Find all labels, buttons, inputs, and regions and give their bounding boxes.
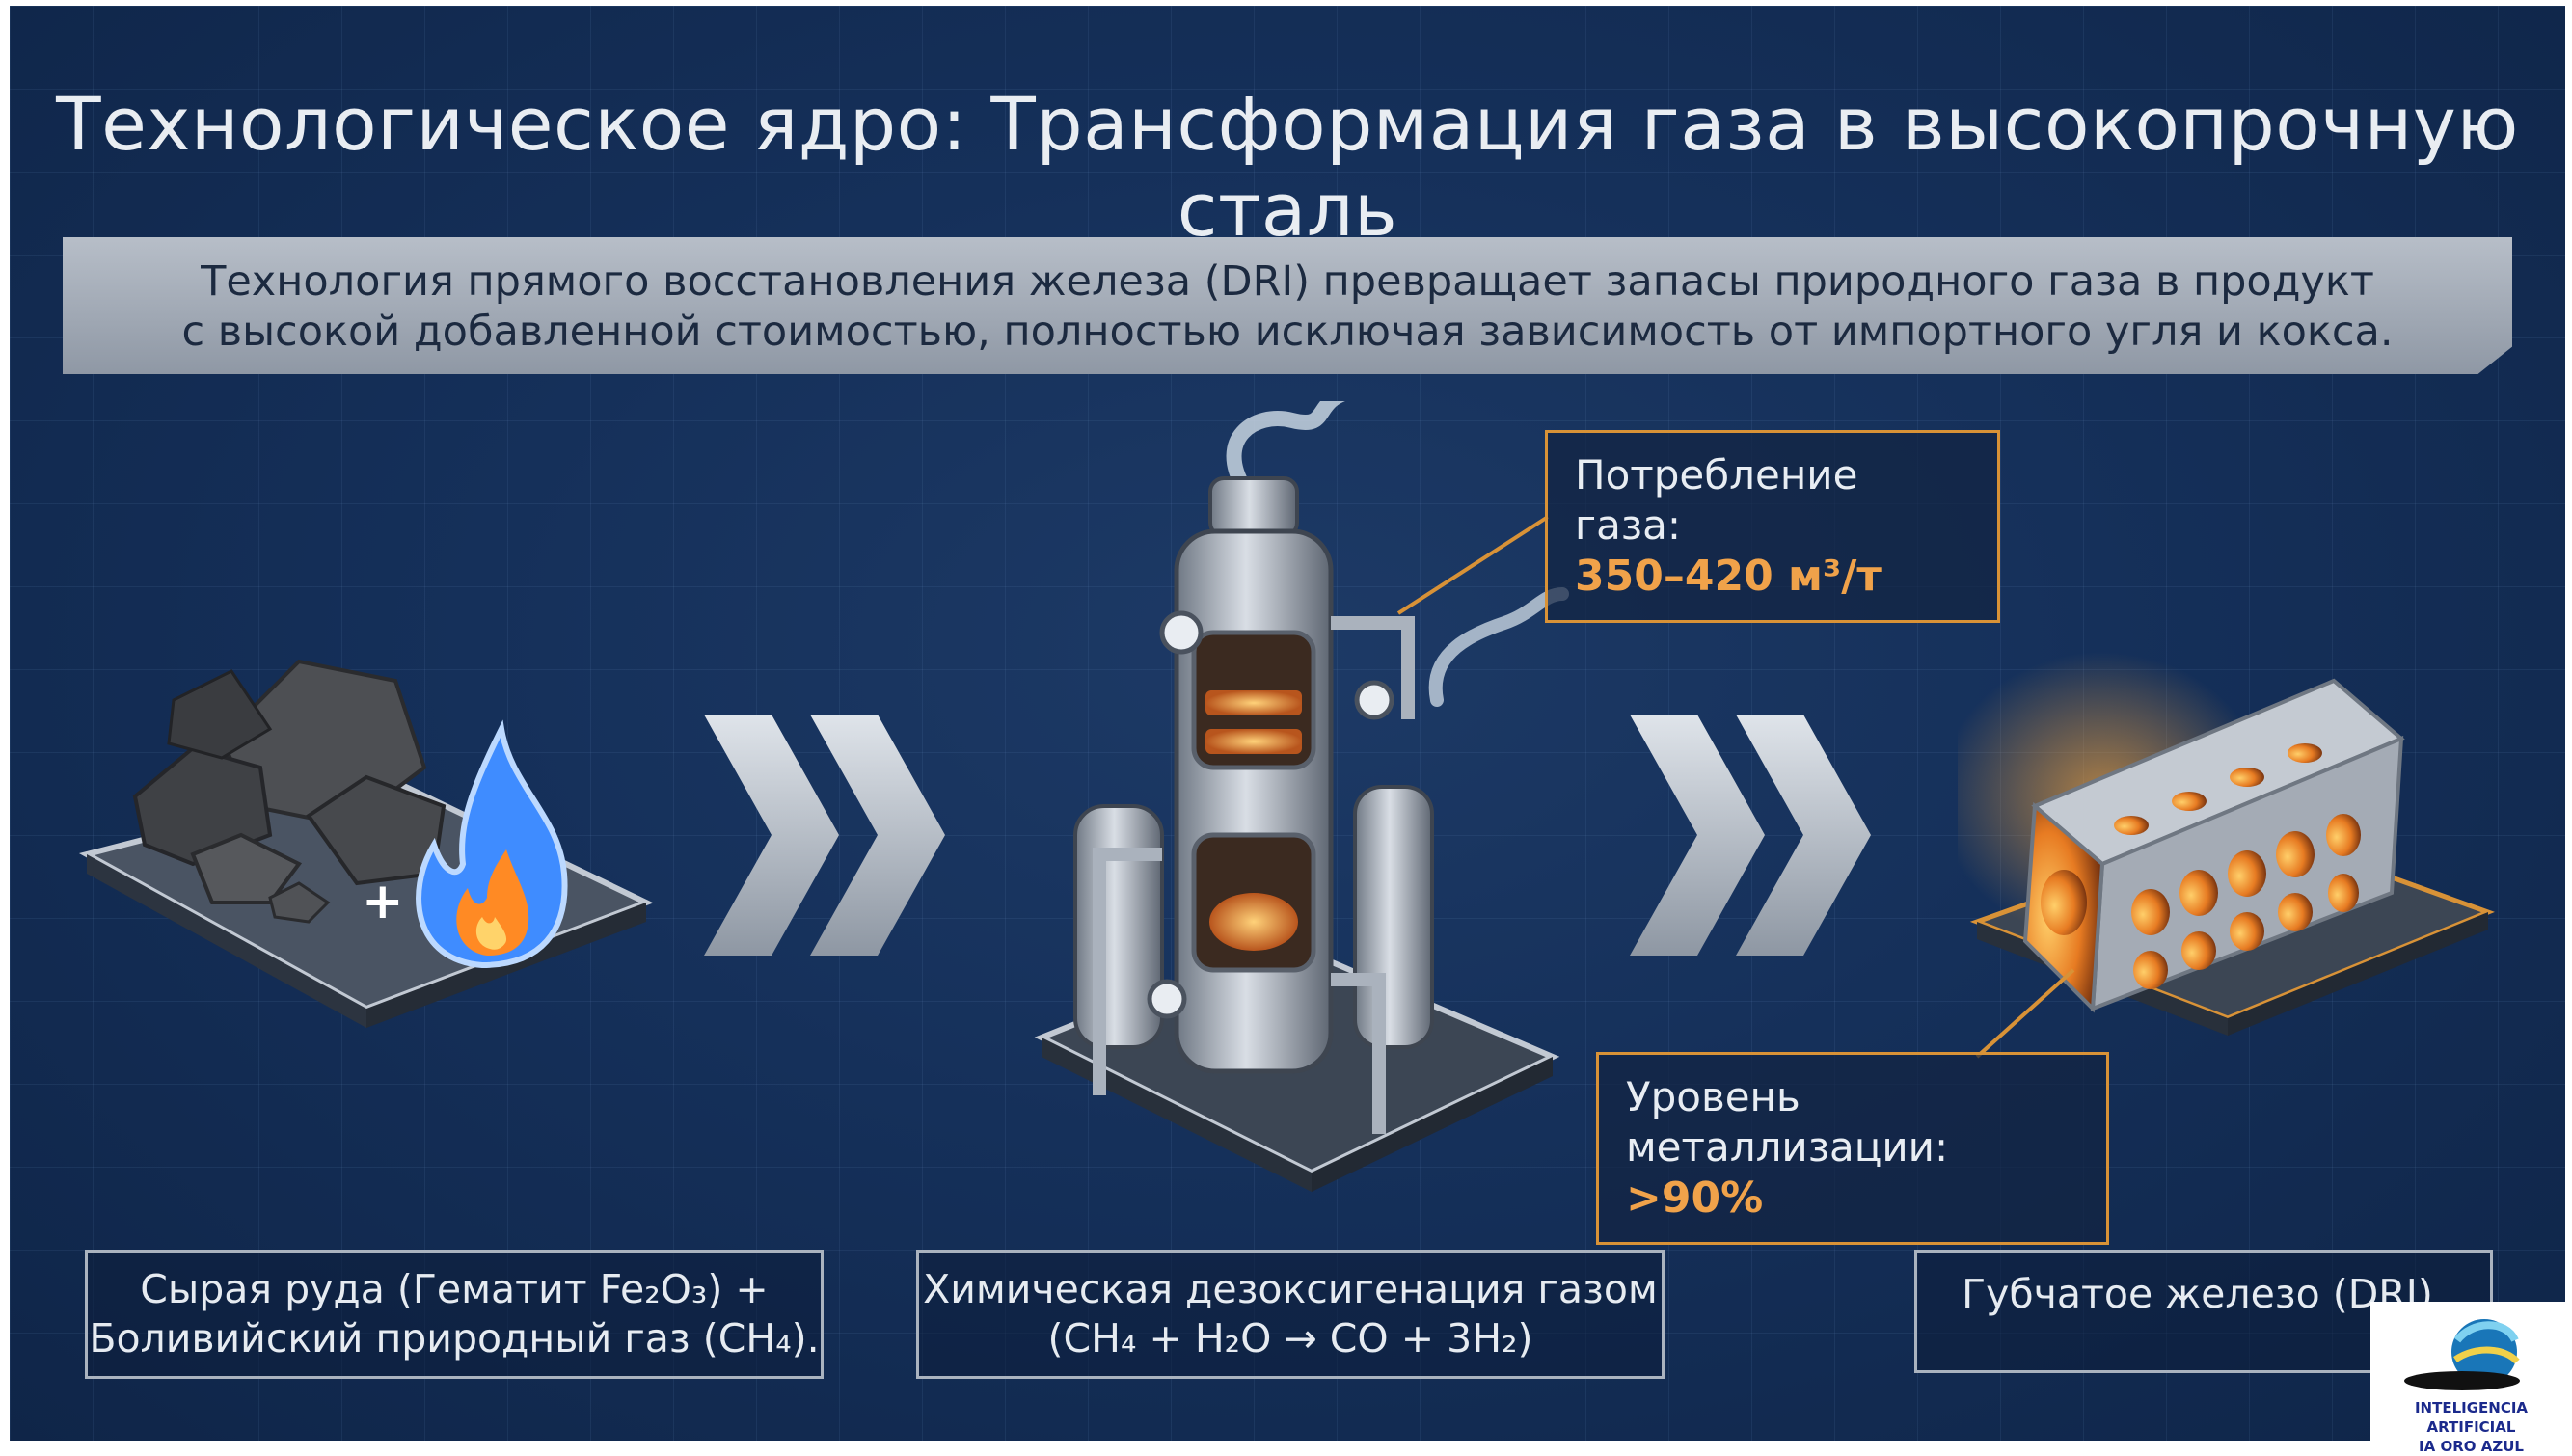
reactor-column [1174,528,1334,1074]
callout-leader-metal [1975,968,2075,1059]
logo-line-1: INTELIGENCIA ARTIFICIAL [2414,1399,2529,1436]
stage-label-raw-materials: Сырая руда (Гематит Fe₂O₃) + Боливийский… [85,1250,824,1379]
stage-1-line-1: Сырая руда (Гематит Fe₂O₃) + [140,1266,769,1312]
metallization-label: Уровень металлизации: [1626,1073,1949,1171]
gas-consumption-label: Потребление газа: [1575,451,1858,549]
stage-2-line-2: (CH₄ + H₂O → CO + 3H₂) [1047,1315,1533,1362]
pipe [1331,973,1386,1134]
logo-text: INTELIGENCIA ARTIFICIAL IA ORO AZUL [2370,1398,2572,1456]
subtitle-line-2: с высокой добавленной стоимостью, полнос… [181,308,2394,356]
ore-rocks [132,659,447,924]
plus-sign: + [362,873,404,930]
chevron-right-icon [1736,715,1871,956]
pressure-gauge-icon [1147,979,1187,1019]
reactor-top-stack [1208,476,1299,538]
subtitle-line-1: Технология прямого восстановления железа… [201,257,2374,306]
subtitle-text: Технология прямого восстановления железа… [149,256,2425,357]
side-vessel-left [1073,804,1164,1049]
callout-metallization: Уровень металлизации: >90% [1596,1052,2109,1245]
slide: Технологическое ядро: Трансформация газа… [10,6,2565,1441]
stage-1-line-2: Боливийский природный газ (CH₄). [89,1315,820,1362]
subtitle-banner: Технология прямого восстановления железа… [63,237,2512,374]
pipe [1331,616,1415,719]
raw-materials-illustration: + [78,659,654,1028]
dri-pores [2041,743,2361,989]
chevron-right-icon [810,715,945,956]
platform-side-left [87,854,366,1028]
flow-chevrons-2 [1630,715,1871,956]
stage-label-deoxygenation: Химическая дезоксигенация газом (CH₄ + H… [916,1250,1665,1379]
steam-plume [1226,401,1346,496]
callout-gas-consumption: Потребление газа: 350–420 м³/т [1545,430,2000,623]
chevron-right-icon [704,715,839,956]
pressure-gauge-icon [1354,680,1394,720]
chevron-right-icon [1630,715,1765,956]
steam-plume-side [1428,587,1569,707]
gas-flame-icon [416,719,568,969]
sponge-iron-illustration [1958,652,2495,1036]
gas-consumption-value: 350–420 м³/т [1575,552,1882,601]
reactor-illustration [1034,401,1569,1192]
brand-logo: INTELIGENCIA ARTIFICIAL IA ORO AZUL [2370,1302,2572,1455]
pressure-gauge-icon [1159,610,1204,655]
side-vessel-right [1353,785,1434,1049]
logo-mark-icon [2404,1319,2520,1390]
stage-2-line-1: Химическая дезоксигенация газом [923,1266,1658,1312]
page-title: Технологическое ядро: Трансформация газа… [56,81,2519,253]
stage-3-line-1: Губчатое железо (DRI). [1962,1271,2446,1317]
metallization-value: >90% [1626,1173,1764,1223]
callout-leader-gas [1396,515,1550,615]
logo-line-2: IA ORO AZUL [2419,1438,2524,1455]
flow-chevrons-1 [704,715,945,956]
pipe [1093,848,1162,1095]
